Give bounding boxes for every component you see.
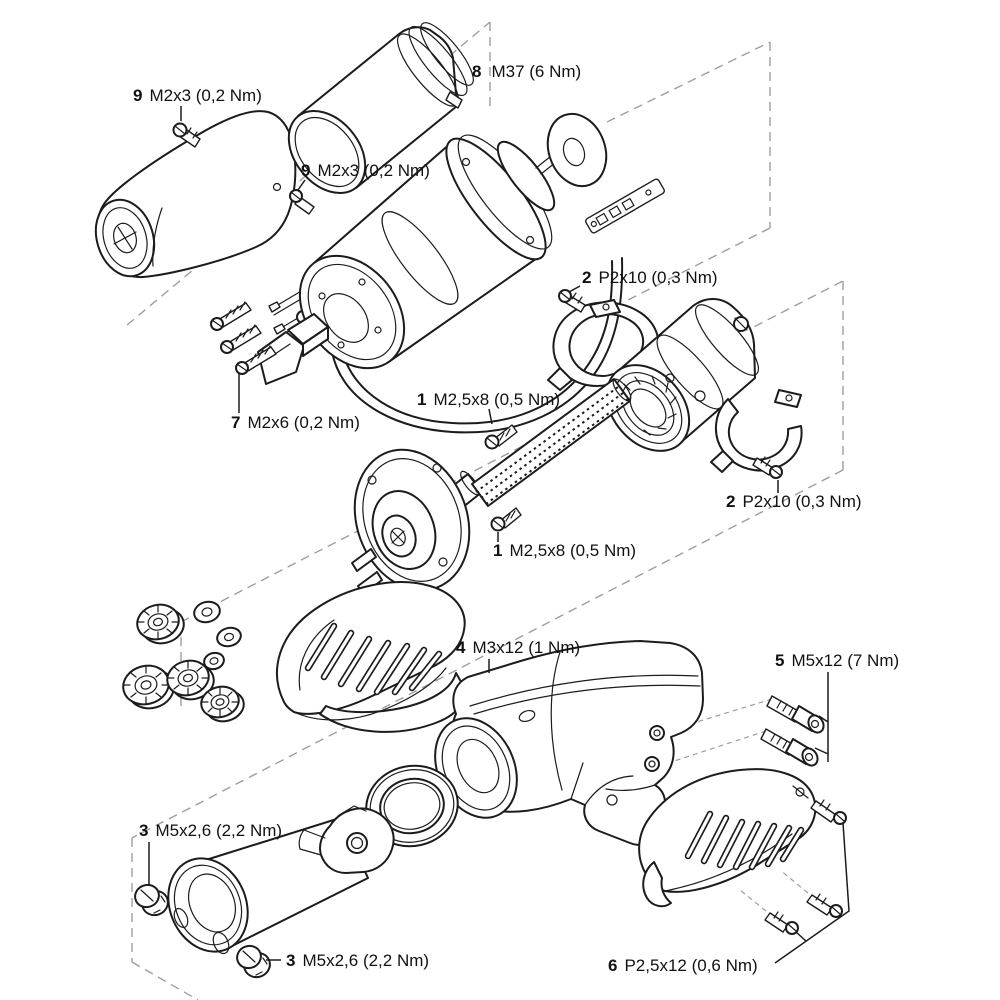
planet-gears — [122, 600, 245, 723]
cable-clamp-lower — [710, 389, 803, 473]
socket-screw-5b — [760, 728, 819, 767]
motor-sleeve — [287, 22, 474, 195]
circuit-board — [585, 178, 665, 234]
screw-2b — [752, 456, 783, 479]
screws-7 — [210, 301, 277, 375]
washer-disc — [546, 112, 608, 188]
screw-2a — [558, 289, 586, 313]
screw-6c — [764, 911, 799, 935]
housing-shell-rear — [638, 768, 817, 908]
screw-1b — [490, 507, 522, 532]
screw-1a — [484, 424, 518, 450]
terminal-block — [257, 313, 329, 385]
set-screw-3a — [134, 883, 169, 917]
rear-end-cap — [94, 110, 297, 279]
leader-lines — [148, 106, 850, 964]
screw-9b — [289, 189, 315, 215]
screw-9a — [172, 122, 201, 148]
screw-6a — [810, 799, 847, 825]
output-spindle — [167, 805, 395, 955]
set-screw-3b — [236, 944, 271, 979]
cable-clamp-upper — [547, 299, 660, 391]
socket-screw-5a — [766, 695, 825, 734]
housing-shell-front — [276, 581, 466, 733]
screw-6b — [806, 893, 843, 918]
